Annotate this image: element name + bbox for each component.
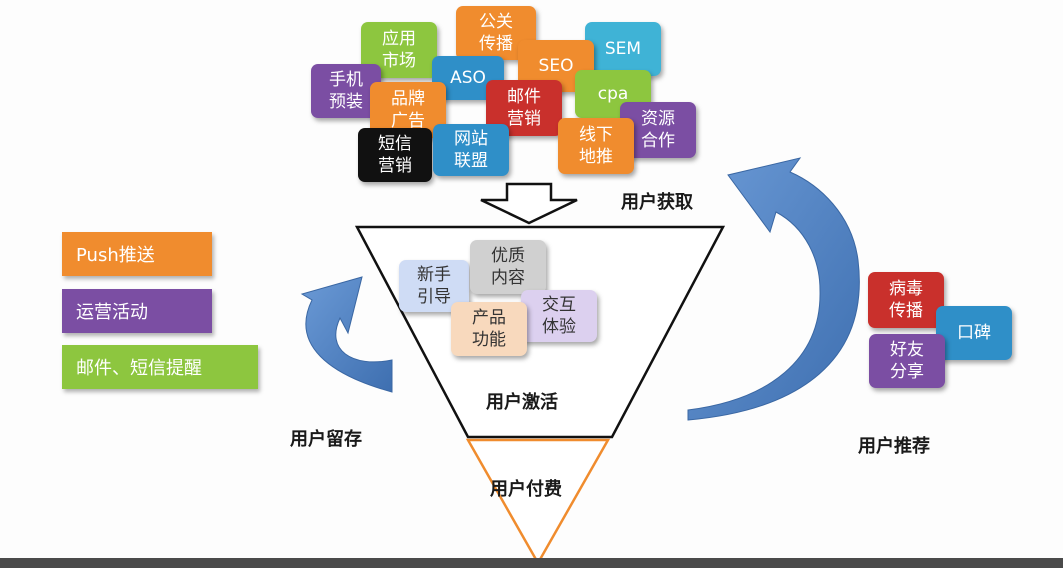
activation-tile-interaction: 交互 体验 <box>521 290 597 342</box>
stage-label-activation: 用户激活 <box>486 392 558 413</box>
stage-label-referral: 用户推荐 <box>858 436 930 457</box>
channel-tile-sms-marketing: 短信 营销 <box>358 128 432 182</box>
channel-tile-phone-preinstall: 手机 预装 <box>311 64 381 118</box>
retention-bar-ops: 运营活动 <box>62 289 212 333</box>
stage-label-acquisition: 用户获取 <box>621 192 693 213</box>
referral-tile-viral: 病毒 传播 <box>868 272 944 328</box>
retention-arrow <box>300 276 393 393</box>
channel-tile-offline-push: 线下 地推 <box>558 118 634 174</box>
activation-tile-newbie-guide: 新手 引导 <box>399 260 469 312</box>
activation-tile-product-feature: 产品 功能 <box>451 302 527 356</box>
stage-label-revenue: 用户付费 <box>490 479 562 500</box>
activation-tile-quality-content: 优质 内容 <box>470 240 546 294</box>
retention-bar-reminder: 邮件、短信提醒 <box>62 345 258 389</box>
revenue-triangle <box>465 438 611 566</box>
stage-label-retention: 用户留存 <box>290 429 362 450</box>
referral-arrow <box>687 157 860 421</box>
channel-tile-web-alliance: 网站 联盟 <box>433 124 509 176</box>
referral-tile-word-of-mouth: 口碑 <box>936 306 1012 360</box>
retention-bar-push: Push推送 <box>62 232 212 276</box>
referral-tile-friend-share: 好友 分享 <box>869 334 945 388</box>
bottom-strip <box>0 558 1063 568</box>
channel-tile-sem: SEM <box>585 22 661 76</box>
channel-tile-pr: 公关 传播 <box>456 6 536 60</box>
down-arrow <box>480 182 578 225</box>
